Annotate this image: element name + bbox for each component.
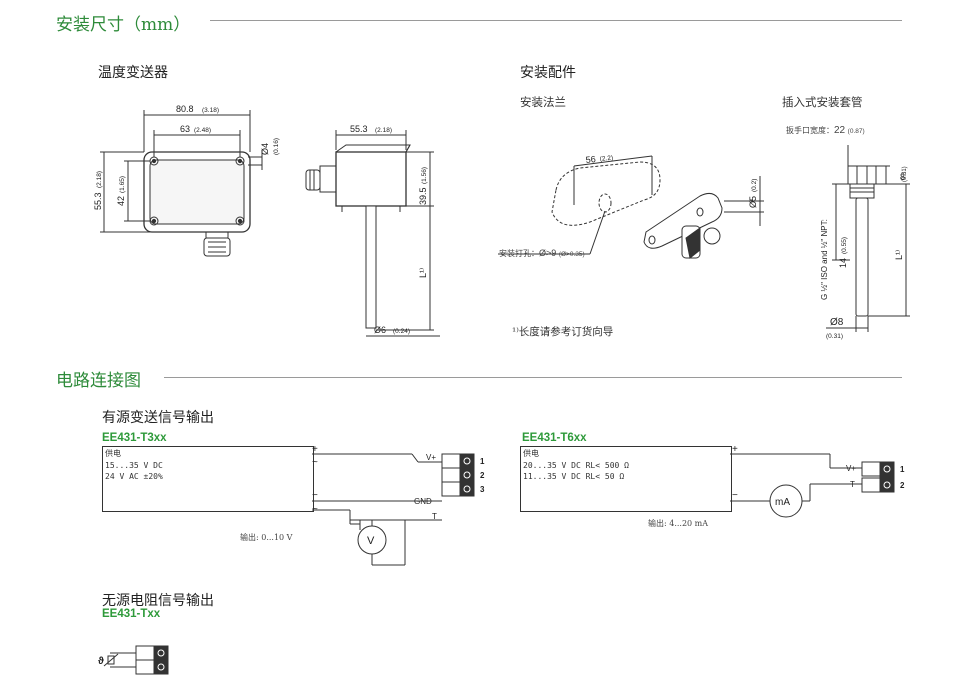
dim-hex-height: 8 [900, 172, 905, 182]
dim-flange-spacing-in: (2.2) [599, 155, 613, 163]
dimensions-section-title: 安装尺寸（mm） [56, 15, 191, 35]
flange-part [643, 192, 723, 259]
dim-side-width-in: (2.18) [375, 127, 392, 134]
t3-supply-line-1: 15...35 V DC [105, 461, 163, 470]
dim-side-width: 55.3 [350, 124, 368, 134]
dimension-drawings: 80.8 (3.18) 63 (2.48) Ø4 (0.16) 55.3 (2.… [93, 104, 910, 340]
dim-height-inner-in: (1.65) [119, 176, 126, 193]
t6-pin-vplus: V+ [846, 464, 856, 473]
drill-hole-in: (Ø>0.35) [558, 251, 585, 258]
t3-supply-label: 供电 [105, 449, 121, 458]
dim-probe-dia: Ø6 [374, 325, 386, 335]
drill-hole-value: Ø>9 [539, 248, 557, 258]
dim-width-inner-in: (2.48) [194, 127, 211, 134]
t3-pin-1: 1 [480, 457, 485, 466]
t6-device-box: 供电 20...35 V DC RL< 500 Ω 11...35 V DC R… [520, 446, 732, 512]
dim-hole-dia: Ø4 [260, 143, 270, 155]
dim-sleeve-length: L¹⁾ [894, 250, 904, 260]
dim-flange-spacing: 56 [585, 154, 596, 165]
dim-hole-dia-in: (0.16) [273, 138, 280, 155]
dim-width-outer-in: (3.18) [202, 107, 219, 114]
model-txx: EE431-Txx [102, 608, 161, 620]
dim-height-outer: 55.3 [93, 192, 103, 210]
section-divider [210, 20, 902, 21]
wrench-label: 扳手口宽度：22 (0.87) [786, 125, 865, 136]
t6-supply-line-1: 20...35 V DC RL< 500 Ω [523, 461, 629, 470]
t3-pin-gnd: GND [414, 497, 432, 506]
dim-probe-dia-in: (0.24) [393, 328, 410, 335]
length-footnote: ¹⁾长度请参考订货向导 [512, 326, 614, 338]
mounting-sleeve [847, 165, 877, 317]
t3-plus: + [312, 444, 318, 455]
dim-height-inner: 42 [116, 196, 126, 206]
t6-output-label: 输出: 4...20 mA [648, 519, 709, 528]
t6-pin-2: 2 [900, 481, 905, 490]
t3-tilde-1: ~ [312, 457, 318, 468]
dim-side-height-in: (1.56) [421, 167, 428, 184]
wiring-section-title: 电路连接图 [56, 371, 141, 391]
sleeve-title: 插入式安装套管 [782, 95, 863, 109]
t6-minus: − [732, 490, 738, 501]
section-divider [164, 377, 902, 378]
flange-title: 安装法兰 [520, 95, 566, 109]
t3-tilde-2: ~ [312, 504, 318, 515]
model-t3: EE431-T3xx [102, 432, 167, 444]
transmitter-front-view [143, 151, 251, 257]
dim-height-outer-in: (2.18) [96, 171, 103, 188]
wrench-in: (0.87) [847, 128, 865, 135]
t3-wiring-diagram: + ~ − ~ V+ GND T 1 2 3 V [312, 444, 485, 566]
accessories-title: 安装配件 [520, 65, 576, 81]
t6-wiring-diagram: + − V+ T 1 2 mA [730, 444, 905, 518]
dim-thread-len-in: (0.55) [841, 237, 848, 254]
wrench-value: 22 [834, 125, 846, 136]
transmitter-side-view [305, 144, 411, 329]
t3-voltmeter: V [367, 535, 375, 547]
drill-hole-caption: 安装打孔： [499, 249, 539, 258]
passive-output-title: 无源电阻信号输出 [102, 593, 214, 609]
dim-side-height: 39.5 [418, 187, 428, 205]
t3-pin-2: 2 [480, 471, 485, 480]
drill-hole-label: 安装打孔：Ø>9 (Ø>0.35) [499, 248, 585, 259]
t3-pin-3: 3 [480, 485, 485, 494]
t6-supply-line-2: 11...35 V DC RL< 50 Ω [523, 472, 625, 481]
t3-pin-t: T [432, 512, 437, 521]
active-output-title: 有源变送信号输出 [102, 410, 214, 426]
dim-width-inner: 63 [180, 124, 190, 134]
t6-plus: + [732, 444, 738, 455]
dim-thread-len: 14 [838, 258, 848, 268]
t6-pin-t: T [850, 480, 855, 489]
transmitter-title: 温度变送器 [98, 65, 168, 81]
wrench-caption: 扳手口宽度： [786, 126, 834, 135]
dim-probe-length: L¹⁾ [418, 268, 428, 278]
dim-width-outer: 80.8 [176, 104, 194, 114]
t6-pin-1: 1 [900, 465, 905, 474]
model-t6: EE431-T6xx [522, 432, 587, 444]
dim-hex-height-in: (0.31) [902, 166, 908, 182]
txx-wiring-diagram: ϑ [98, 645, 169, 675]
thermo-symbol: ϑ [98, 656, 104, 667]
dim-sleeve-dia-in: (0.31) [826, 333, 843, 340]
mounting-flange [551, 161, 661, 226]
t6-supply-label: 供电 [523, 449, 539, 458]
dim-sleeve-dia: Ø8 [830, 317, 844, 328]
t3-pin-vplus: V+ [426, 453, 436, 462]
t3-device-box: 供电 15...35 V DC 24 V AC ±20% [102, 446, 314, 512]
dim-slot-dia-in: (0.2) [751, 179, 758, 192]
t6-ammeter: mA [775, 497, 790, 508]
dim-thread: G ½" ISO and ½" NPT: [820, 219, 829, 300]
t3-output-label: 输出: 0...10 V [240, 533, 293, 542]
dim-slot-dia: Ø5 [748, 196, 758, 208]
t3-supply-line-2: 24 V AC ±20% [105, 472, 163, 481]
t3-minus: − [312, 490, 318, 501]
